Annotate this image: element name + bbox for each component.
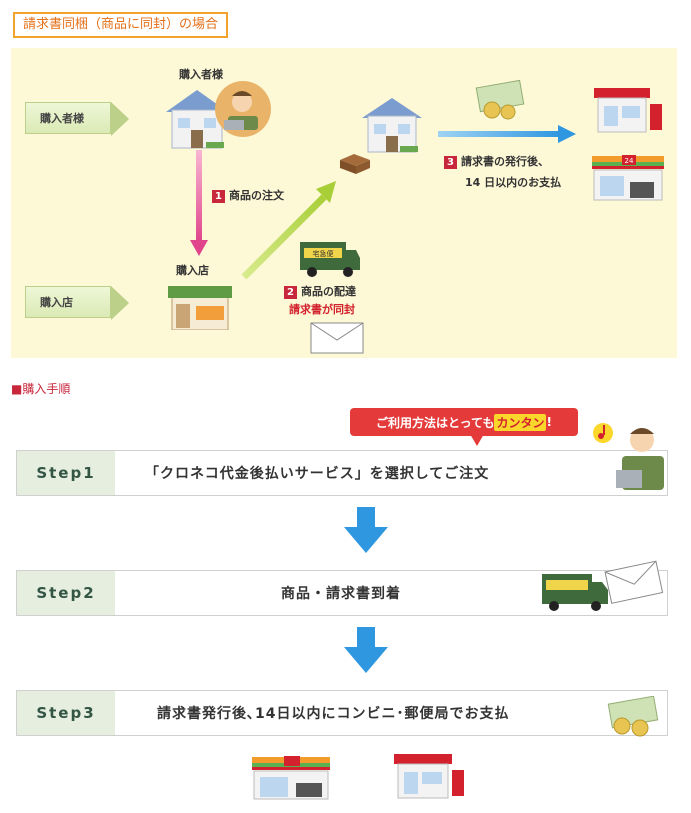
tag-buyer: 購入者様	[25, 102, 129, 136]
step3-num: 3	[444, 156, 457, 169]
step3-text: 請求書発行後､14日以内にコンビニ･郵便局でお支払	[157, 706, 510, 722]
step2-text: 商品・請求書到着	[281, 586, 401, 602]
tag-buyer-label: 購入者様	[25, 102, 111, 134]
tag-arrow-icon	[111, 286, 129, 320]
person-laptop-icon-2	[616, 428, 664, 490]
cash-icon-2	[607, 696, 659, 737]
store-24-text: 24	[625, 157, 634, 165]
tag-shop: 購入店	[25, 286, 129, 320]
step2-caption: 2 商品の配達	[284, 283, 356, 299]
music-note-icon	[593, 423, 613, 443]
bubble-emph: カンタン	[494, 413, 547, 431]
step3-row: Step3 請求書発行後､14日以内にコンビニ･郵便局でお支払	[16, 690, 668, 736]
step2-label-box: Step2	[17, 571, 115, 615]
step1-label-box: Step1	[17, 451, 115, 495]
step3-label-box: Step3	[17, 691, 115, 735]
convenience-store-icon: 24	[592, 155, 664, 201]
step3-sub: 14 日以内のお支払	[465, 176, 562, 189]
tag-shop-label: 購入店	[25, 286, 111, 318]
section-title: ■購入手順	[11, 382, 71, 396]
post-office-icon	[594, 88, 662, 133]
envelope-icon-2	[604, 560, 664, 604]
shop-label: 購入店	[176, 264, 209, 277]
tag-arrow-icon	[111, 102, 129, 136]
truck-icon-2	[542, 574, 608, 611]
step1-num: 1	[212, 190, 225, 203]
box-icon	[340, 154, 370, 174]
order-arrow-icon	[190, 150, 208, 256]
truck-icon: 宅急便	[300, 242, 360, 277]
buyer-label: 購入者様	[179, 68, 223, 81]
step1-text: 「クロネコ代金後払いサービス」を選択してご注文	[145, 466, 490, 482]
payment-arrow-icon	[438, 125, 576, 143]
step1-row: Step1 「クロネコ代金後払いサービス」を選択してご注文	[16, 450, 668, 496]
bubble-tail-icon	[470, 434, 484, 446]
shop-icon	[168, 286, 232, 330]
step2-num: 2	[284, 286, 297, 299]
step3-label: 請求書の発行後、	[461, 155, 549, 168]
cash-icon	[475, 80, 525, 120]
step1-caption: 1 商品の注文	[212, 187, 284, 203]
post-office-icon-2	[394, 754, 464, 799]
house-icon	[166, 90, 228, 149]
step2-sub: 請求書が同封	[289, 303, 355, 316]
down-arrow-icon	[344, 627, 388, 673]
house-icon-2	[362, 98, 422, 153]
delivery-arrow-icon	[241, 181, 336, 280]
bubble-prefix: ご利用方法はとっても	[376, 415, 495, 430]
ease-bubble: ご利用方法はとってもカンタン!	[350, 408, 578, 436]
convenience-store-icon-2	[252, 756, 330, 800]
envelope-icon	[310, 322, 364, 354]
down-arrow-icon	[344, 507, 388, 553]
bubble-suffix: !	[546, 415, 552, 429]
step1-label: 商品の注文	[229, 189, 284, 202]
page-title: 請求書同梱（商品に同封）の場合	[13, 12, 229, 38]
step2-label: 商品の配達	[301, 285, 356, 298]
person-laptop-icon	[215, 81, 271, 137]
truck-text: 宅急便	[313, 249, 334, 258]
step3-caption: 3 請求書の発行後、	[444, 153, 549, 169]
